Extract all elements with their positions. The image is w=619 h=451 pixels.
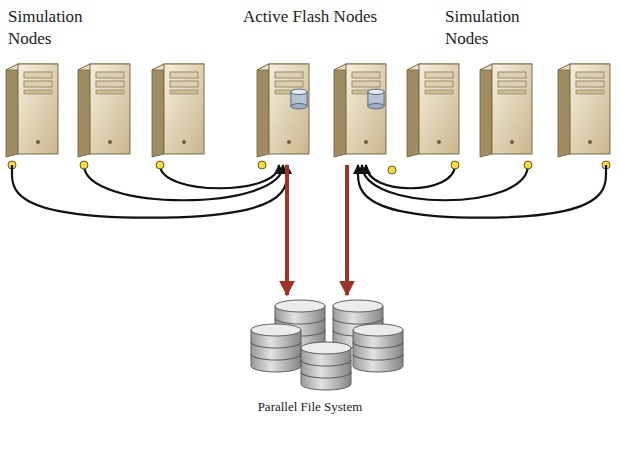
- simulation-server: [480, 64, 532, 157]
- disk-array: [251, 300, 403, 390]
- simulation-server: [152, 64, 204, 157]
- disk-stack: [353, 324, 403, 372]
- node-group: Active Flash Nodes: [215, 0, 405, 165]
- group-label: Simulation Nodes: [8, 0, 113, 50]
- port-dot: [156, 161, 164, 169]
- flash-server: [257, 64, 309, 157]
- write-arrow: [285, 165, 289, 295]
- disk-stack: [251, 324, 301, 372]
- flow-arc: [12, 165, 287, 218]
- flow-arc: [366, 165, 455, 188]
- servers: [6, 64, 610, 157]
- simulation-server: [6, 64, 58, 157]
- storage-label: Parallel File System: [225, 295, 395, 416]
- flow-arc: [358, 165, 606, 218]
- group-label: Simulation Nodes: [445, 0, 550, 50]
- write-arrow: [345, 165, 349, 295]
- storage-node: Parallel File System: [225, 295, 395, 420]
- port-dots: [8, 161, 610, 174]
- port-dot: [388, 166, 396, 174]
- flash-device: [291, 89, 307, 109]
- port-dot: [524, 161, 532, 169]
- flash-device: [368, 89, 384, 109]
- flow-arc: [84, 165, 283, 200]
- port-dot: [451, 161, 459, 169]
- disk-stack: [301, 342, 351, 390]
- node-group: Simulation Nodes: [0, 0, 215, 165]
- port-dot: [80, 161, 88, 169]
- node-group: Simulation Nodes: [405, 0, 619, 165]
- flash-server: [334, 64, 386, 157]
- flow-arc: [362, 165, 528, 200]
- simulation-server: [78, 64, 130, 157]
- simulation-server: [558, 64, 610, 157]
- extra-arcs: [84, 165, 528, 200]
- simulation-server: [407, 64, 459, 157]
- group-label: Active Flash Nodes: [215, 0, 405, 28]
- port-dot: [258, 161, 266, 169]
